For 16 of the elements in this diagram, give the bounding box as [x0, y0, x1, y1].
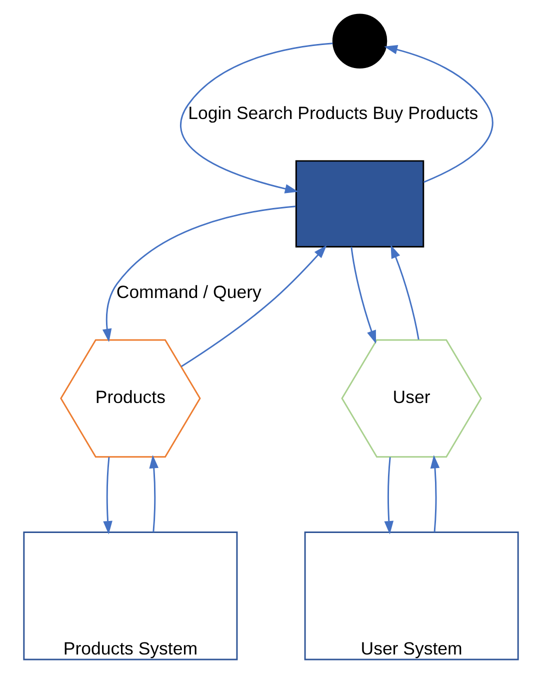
arrow	[180, 245, 327, 368]
arrow	[350, 246, 376, 344]
arrow	[180, 42, 333, 194]
node-box	[295, 160, 424, 248]
arrow	[384, 45, 494, 183]
edge-label: Login Search Products Buy Products	[188, 102, 478, 123]
arrow	[102, 206, 296, 342]
node-box: User System	[304, 532, 519, 660]
arrow	[149, 454, 159, 532]
node-person	[332, 14, 388, 68]
node-box: Products System	[23, 532, 238, 660]
arrow	[384, 457, 394, 534]
arrow	[390, 244, 420, 340]
arrow	[103, 457, 112, 534]
arrow	[430, 454, 440, 532]
edge-label: Command / Query	[116, 282, 262, 302]
